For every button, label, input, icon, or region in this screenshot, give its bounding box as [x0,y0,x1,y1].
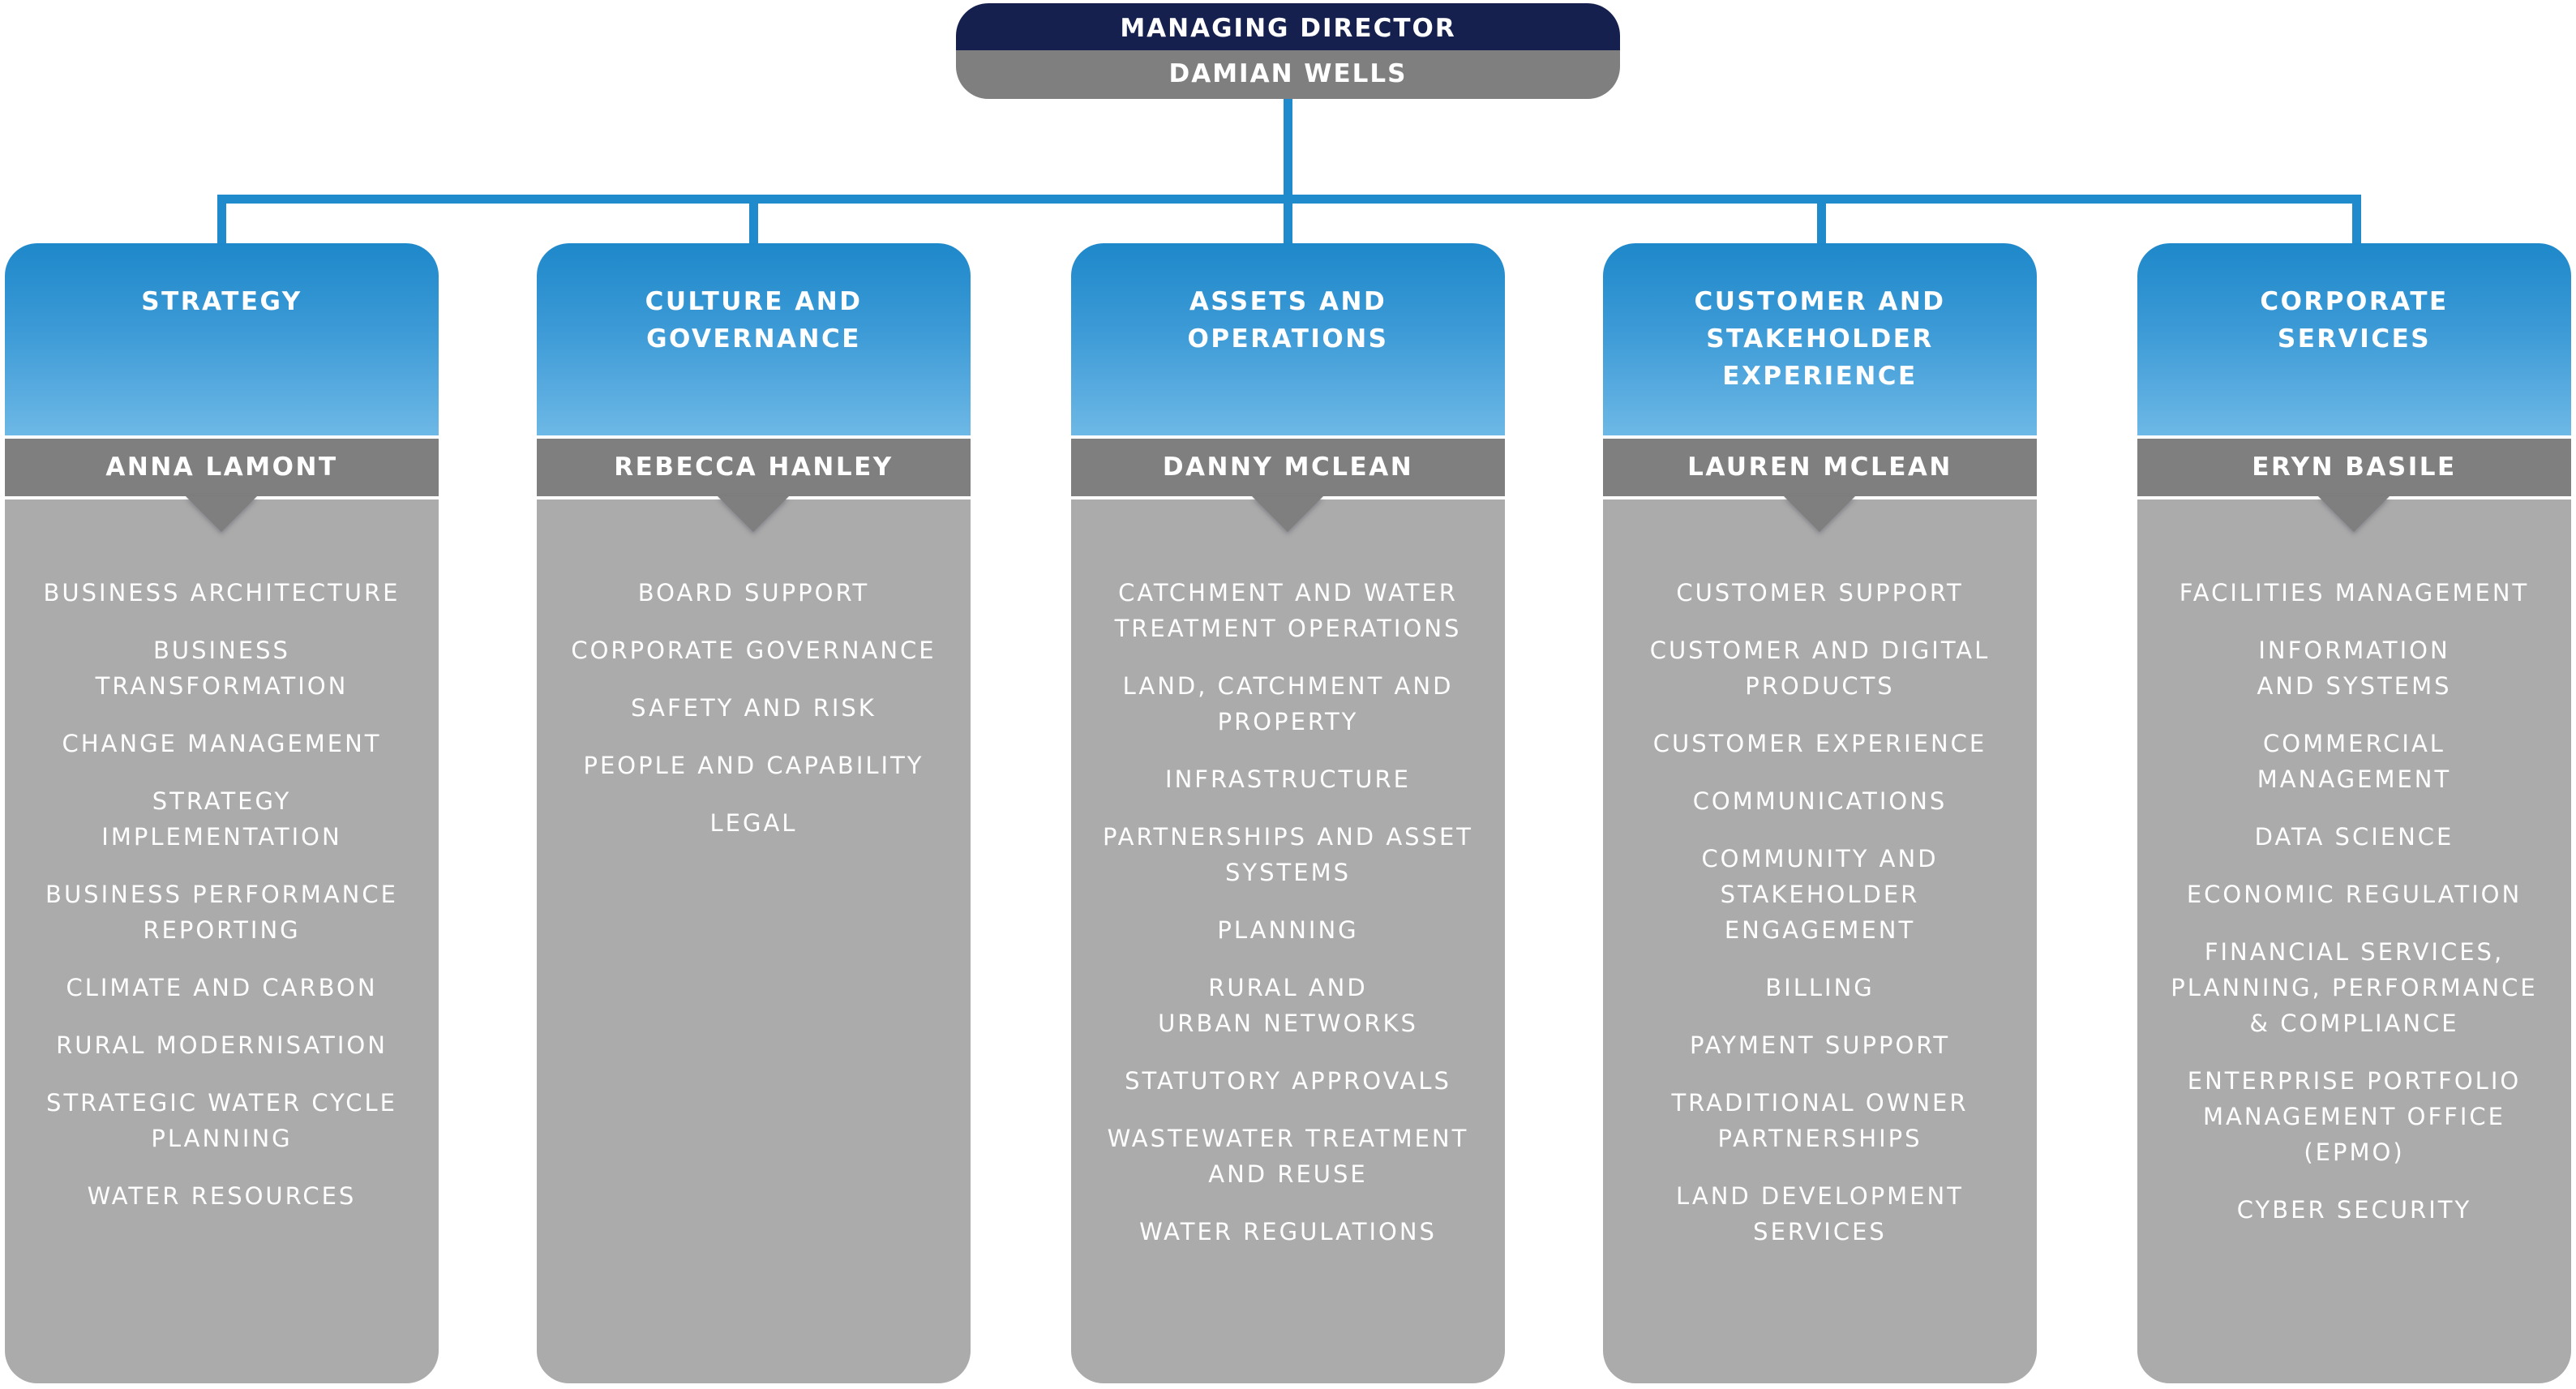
connector-drop-culture-governance [749,195,758,245]
division-title: ASSETS AND OPERATIONS [1187,287,1389,354]
function-item: BUSINESS PERFORMANCE REPORTING [45,881,398,944]
function-item: LAND DEVELOPMENT SERVICES [1676,1182,1964,1245]
division-title-header: STRATEGY [5,243,439,435]
function-item: CLIMATE AND CARBON [66,974,378,1001]
connector-drop-customer-stakeholder [1817,195,1826,245]
division-head-name: ERYN BASILE [2137,439,2571,496]
function-item: CATCHMENT AND WATER TREATMENT OPERATIONS [1114,579,1462,642]
function-item: STATUTORY APPROVALS [1125,1067,1451,1095]
pointer-arrow-icon [718,496,789,532]
function-item: RURAL MODERNISATION [56,1031,388,1059]
division-head-name: LAUREN MCLEAN [1603,439,2037,496]
function-item: CUSTOMER AND DIGITAL PRODUCTS [1649,637,1991,700]
function-item: COMMUNICATIONS [1692,787,1948,815]
division-title: CUSTOMER AND STAKEHOLDER EXPERIENCE [1694,287,1946,391]
division-title-header: ASSETS AND OPERATIONS [1071,243,1505,435]
function-list: CUSTOMER SUPPORT CUSTOMER AND DIGITAL PR… [1603,575,2037,1271]
managing-director-name: DAMIAN WELLS [956,50,1620,99]
function-item: FACILITIES MANAGEMENT [2179,579,2530,607]
division-head-name: DANNY MCLEAN [1071,439,1505,496]
division-column-assets-operations: ASSETS AND OPERATIONS DANNY MCLEAN CATCH… [1071,243,1505,1383]
division-title: CULTURE AND GOVERNANCE [645,287,863,354]
function-item: PLANNING [1217,916,1359,944]
function-item: RURAL AND URBAN NETWORKS [1158,974,1418,1037]
division-head-name: ANNA LAMONT [5,439,439,496]
connector-drop-assets-operations [1284,195,1292,245]
function-item: STRATEGY IMPLEMENTATION [101,787,342,851]
function-item: COMMERCIAL MANAGEMENT [2257,730,2452,793]
function-item: BOARD SUPPORT [637,579,870,607]
function-item: PEOPLE AND CAPABILITY [583,752,924,779]
function-item: CYBER SECURITY [2236,1196,2472,1224]
function-item: PAYMENT SUPPORT [1689,1031,1951,1059]
division-body [2137,499,2571,1383]
function-item: CHANGE MANAGEMENT [62,730,382,757]
division-column-strategy: STRATEGY ANNA LAMONT BUSINESS ARCHITECTU… [5,243,439,1383]
function-item: CUSTOMER SUPPORT [1676,579,1964,607]
function-item: BILLING [1765,974,1875,1001]
function-item: ENTERPRISE PORTFOLIO MANAGEMENT OFFICE (… [2187,1067,2522,1166]
division-body [1071,499,1505,1383]
division-body [1603,499,2037,1383]
division-title: STRATEGY [141,287,302,316]
connector-drop-strategy [217,195,226,245]
function-item: BUSINESS TRANSFORMATION [95,637,349,700]
function-item: PARTNERSHIPS AND ASSET SYSTEMS [1102,823,1474,886]
function-item: WASTEWATER TREATMENT AND REUSE [1107,1125,1469,1188]
connector-trunk [1284,99,1292,203]
function-item: DATA SCIENCE [2254,823,2454,851]
function-item: STRATEGIC WATER CYCLE PLANNING [46,1089,397,1152]
pointer-arrow-icon [186,496,257,532]
function-item: ECONOMIC REGULATION [2186,881,2522,908]
division-title-header: CORPORATE SERVICES [2137,243,2571,435]
division-column-corporate-services: CORPORATE SERVICES ERYN BASILE FACILITIE… [2137,243,2571,1383]
function-item: LAND, CATCHMENT AND PROPERTY [1122,672,1454,735]
division-body [5,499,439,1383]
division-title-header: CUSTOMER AND STAKEHOLDER EXPERIENCE [1603,243,2037,435]
division-column-customer-stakeholder: CUSTOMER AND STAKEHOLDER EXPERIENCE LAUR… [1603,243,2037,1383]
pointer-arrow-icon [1784,496,1855,532]
function-item: WATER RESOURCES [87,1182,357,1210]
division-column-culture-governance: CULTURE AND GOVERNANCE REBECCA HANLEY BO… [537,243,971,1383]
function-item: INFRASTRUCTURE [1165,765,1411,793]
division-body [537,499,971,1383]
division-head-name: REBECCA HANLEY [537,439,971,496]
pointer-arrow-icon [2318,496,2390,532]
managing-director-box: MANAGING DIRECTOR DAMIAN WELLS [956,3,1620,99]
function-list: BOARD SUPPORT CORPORATE GOVERNANCE SAFET… [537,575,971,863]
function-list: BUSINESS ARCHITECTURE BUSINESS TRANSFORM… [5,575,439,1236]
pointer-arrow-icon [1252,496,1323,532]
function-item: COMMUNITY AND STAKEHOLDER ENGAGEMENT [1701,845,1939,944]
function-item: CUSTOMER EXPERIENCE [1652,730,1987,757]
function-item: CORPORATE GOVERNANCE [571,637,937,664]
function-item: SAFETY AND RISK [631,694,877,722]
function-list: CATCHMENT AND WATER TREATMENT OPERATIONS… [1071,575,1505,1271]
division-title: CORPORATE SERVICES [2260,287,2449,354]
function-list: FACILITIES MANAGEMENT INFORMATION AND SY… [2137,575,2571,1250]
function-item: TRADITIONAL OWNER PARTNERSHIPS [1671,1089,1969,1152]
function-item: FINANCIAL SERVICES, PLANNING, PERFORMANC… [2171,938,2538,1037]
function-item: BUSINESS ARCHITECTURE [43,579,401,607]
function-item: WATER REGULATIONS [1139,1218,1437,1245]
managing-director-title: MANAGING DIRECTOR [956,3,1620,50]
function-item: LEGAL [709,809,798,837]
connector-drop-corporate-services [2352,195,2361,245]
division-title-header: CULTURE AND GOVERNANCE [537,243,971,435]
function-item: INFORMATION AND SYSTEMS [2257,637,2452,700]
